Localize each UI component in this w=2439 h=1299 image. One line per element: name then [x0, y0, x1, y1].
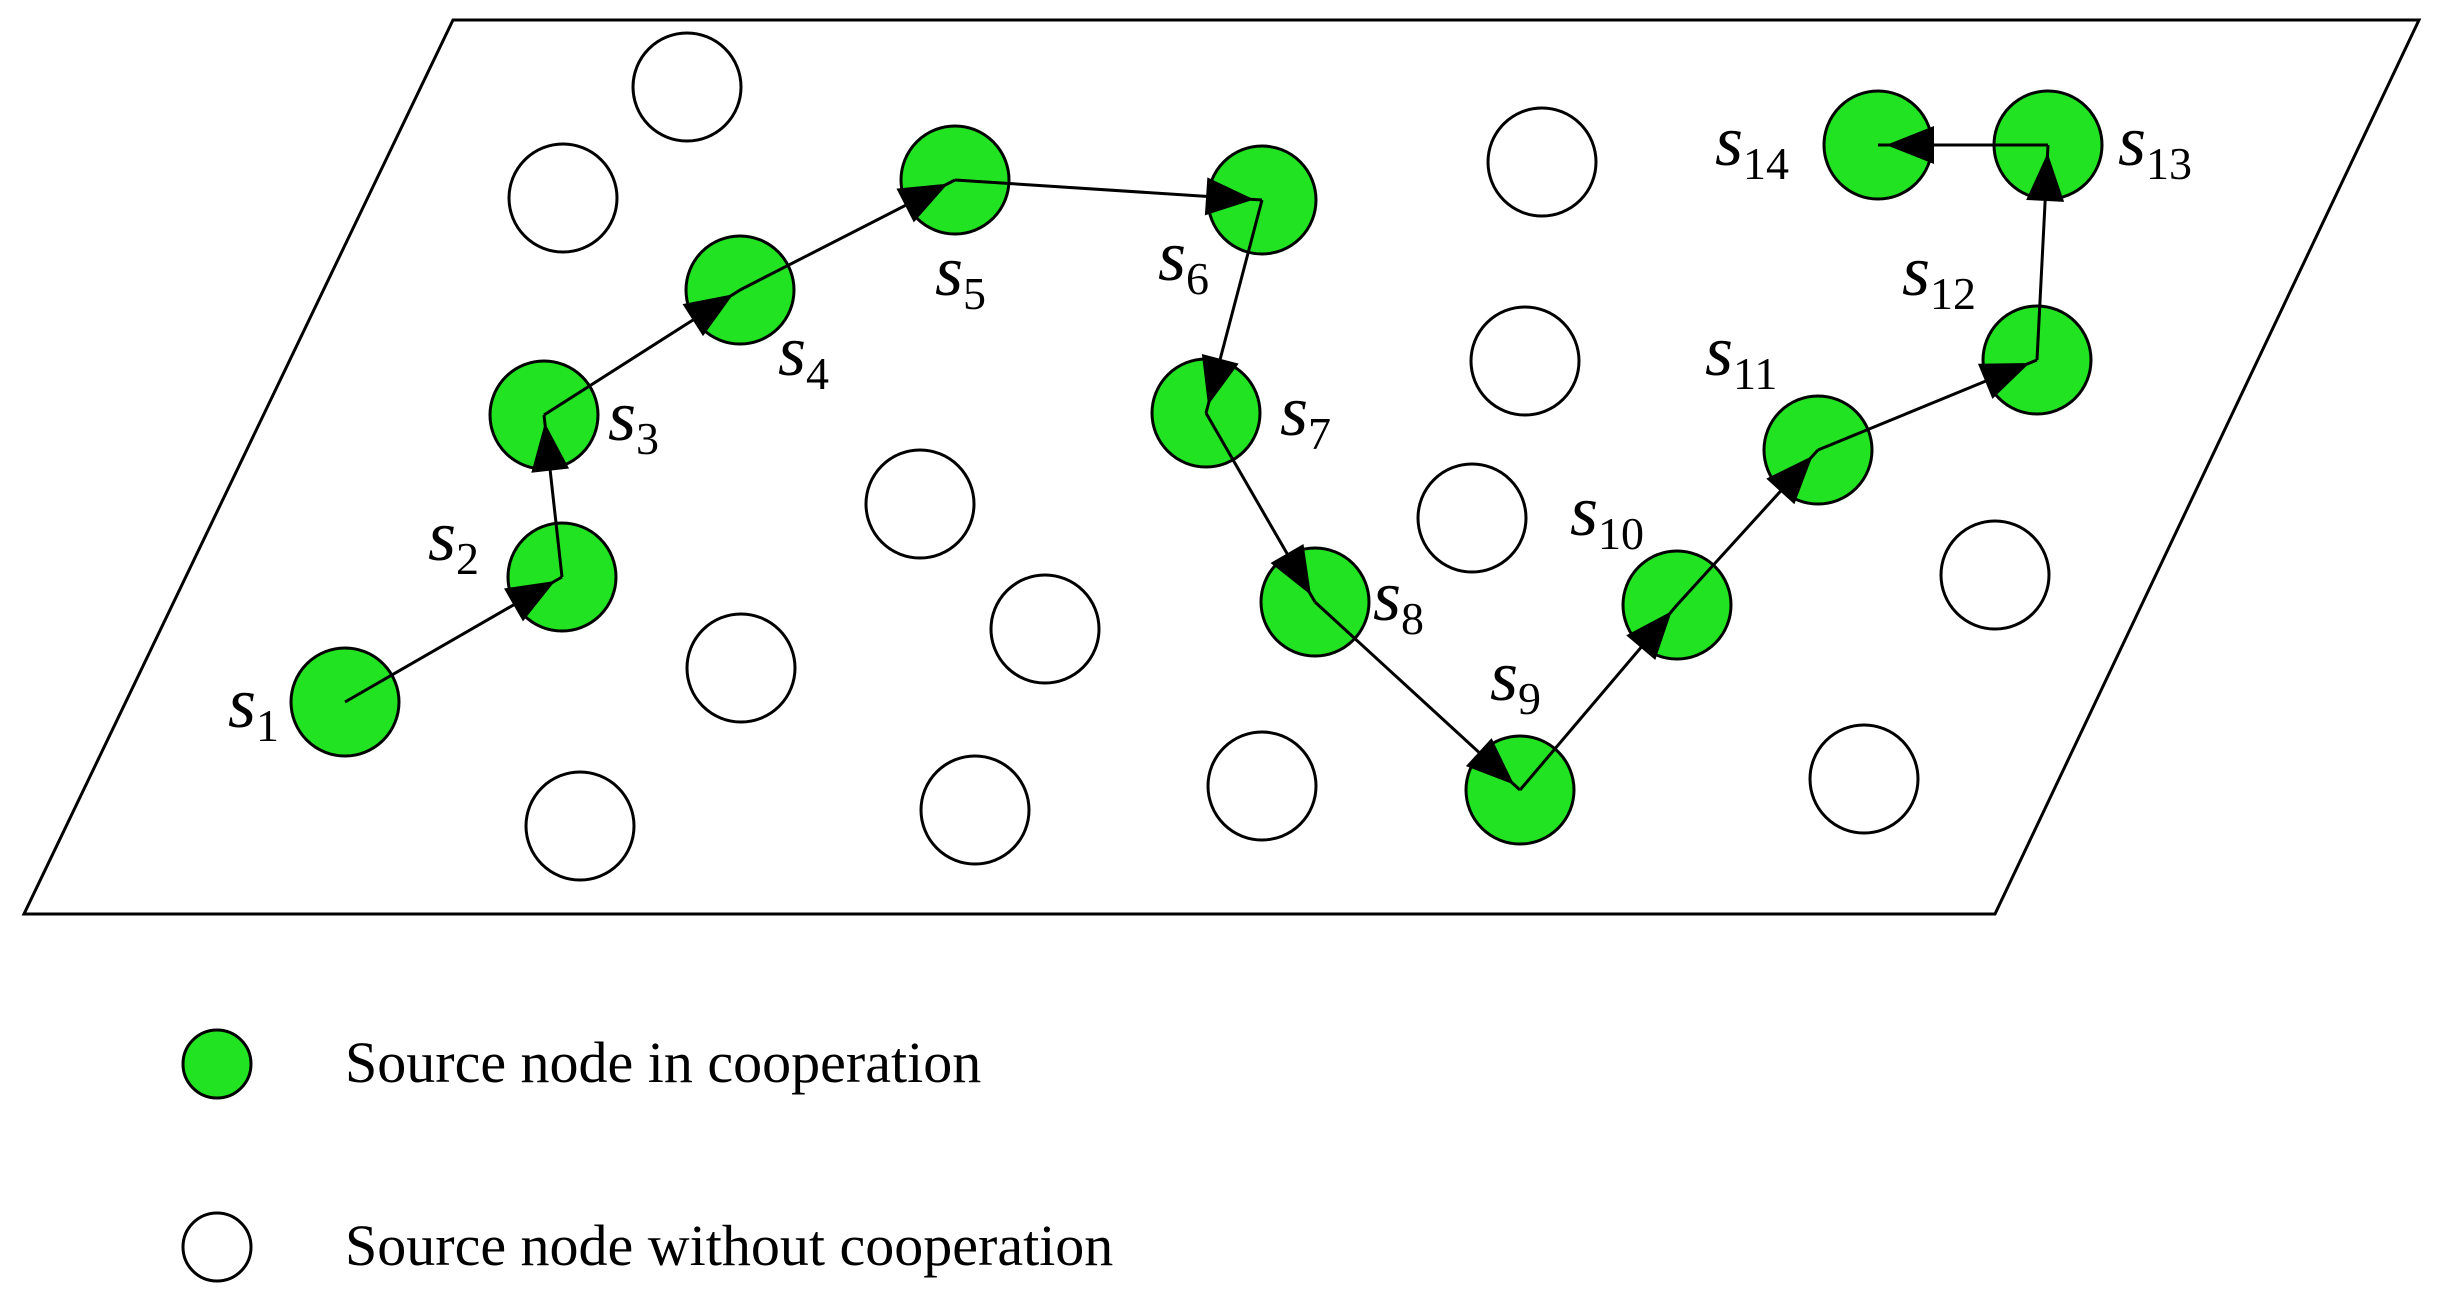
node-label-s3: s3 — [608, 376, 659, 464]
node-label-s4: s4 — [778, 311, 829, 399]
legend-active-label: Source node in cooperation — [345, 1030, 981, 1095]
node-label-s2: s2 — [428, 496, 479, 584]
node-label-group: s1 s2 s3 s4 s5 s6 s7 s8 s9 s10 s11 s12 s13 s14 — [228, 101, 2192, 751]
inactive-node — [685, 612, 797, 724]
node-label-s11: s11 — [1705, 311, 1777, 399]
arrowhead-s12 — [1977, 363, 2030, 399]
arrowhead-s14 — [1886, 126, 1934, 164]
inactive-node — [1469, 305, 1581, 417]
inactive-node — [919, 754, 1031, 866]
arrowhead-s8 — [1270, 543, 1312, 596]
sensing-field-plane — [21, 18, 2422, 916]
inactive-node — [1206, 730, 1318, 842]
inactive-node — [989, 573, 1101, 685]
arrowhead-s11 — [1766, 455, 1813, 505]
legend: Source node in cooperation Source node w… — [181, 1028, 1113, 1283]
arrowhead-s13 — [2026, 152, 2065, 202]
node-label-s5: s5 — [935, 231, 986, 319]
inactive-node — [1808, 723, 1920, 835]
inactive-node — [631, 31, 743, 143]
inactive-node — [524, 770, 636, 882]
node-label-s9: s9 — [1490, 636, 1541, 724]
cooperation-path — [344, 126, 2065, 792]
arrowhead-s4 — [682, 294, 734, 337]
node-label-s1: s1 — [228, 663, 279, 751]
inactive-node — [864, 448, 976, 560]
legend-inactive-swatch — [181, 1211, 253, 1283]
inactive-node — [1416, 462, 1528, 574]
arrowhead-s2 — [503, 580, 556, 622]
inactive-node — [507, 142, 619, 254]
node-label-s13: s13 — [2118, 101, 2192, 189]
legend-active-swatch — [181, 1028, 253, 1100]
node-label-s8: s8 — [1373, 556, 1424, 644]
inactive-node-group — [507, 31, 2051, 882]
arrowhead-s9 — [1465, 738, 1515, 785]
node-label-s12: s12 — [1902, 231, 1976, 319]
arrowhead-s3 — [531, 422, 570, 473]
arrowhead-s7 — [1201, 354, 1239, 406]
inactive-node — [1486, 106, 1598, 218]
node-label-s10: s10 — [1570, 471, 1644, 559]
arrowhead-s5 — [896, 183, 948, 223]
node-label-s6: s6 — [1158, 216, 1209, 304]
legend-inactive-label: Source node without cooperation — [345, 1213, 1113, 1278]
arrowhead-s6 — [1204, 177, 1255, 216]
inactive-node — [1939, 519, 2051, 631]
node-label-s7: s7 — [1280, 371, 1331, 459]
arrowhead-s10 — [1626, 611, 1672, 660]
node-label-s14: s14 — [1715, 101, 1789, 189]
